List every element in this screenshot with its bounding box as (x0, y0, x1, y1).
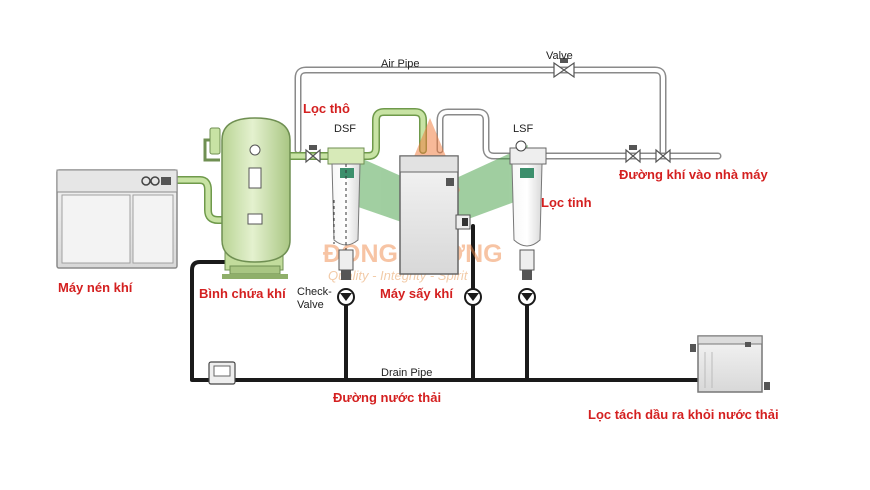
tank-label: Bình chứa khí (199, 286, 286, 301)
check-valve-dsf (337, 288, 355, 306)
drain-pipe-label: Drain Pipe (381, 367, 432, 379)
drain-trap (208, 361, 236, 385)
valve-air-pipe (553, 58, 575, 79)
valve-air-pipe-return (655, 148, 671, 164)
check-valve-label-line1: Check- (297, 286, 332, 298)
valve-factory-outlet (625, 145, 641, 164)
rough-filter-label: Lọc thô (303, 101, 350, 116)
compressor-label: Máy nén khí (58, 280, 133, 295)
receiver-tank (203, 117, 291, 279)
lsf-label: LSF (513, 123, 533, 135)
oil-water-separator-label: Lọc tách dầu ra khỏi nước thải (588, 407, 779, 422)
dsf-filter (327, 147, 365, 280)
air-compressor (56, 169, 178, 269)
dsf-label: DSF (334, 123, 356, 135)
check-valve-lsf (518, 288, 536, 306)
waste-water-line-label: Đường nước thải (333, 390, 441, 405)
check-valve-label-line2: Valve (297, 299, 324, 311)
dryer-outlet-pipe (436, 108, 516, 160)
air-pipe-label: Air Pipe (381, 58, 420, 70)
drain-pipe (190, 224, 702, 382)
check-valve-dryer (464, 288, 482, 306)
lsf-filter (509, 140, 547, 280)
valve-tank-outlet (305, 145, 321, 164)
oil-water-separator (690, 335, 770, 393)
fine-filter-label: Lọc tinh (541, 195, 592, 210)
air-to-factory-label: Đường khí vào nhà máy (619, 167, 768, 182)
air-pipe (294, 66, 667, 159)
dryer-label: Máy sấy khí (380, 286, 453, 301)
valve-label: Valve (546, 50, 573, 62)
air-dryer (399, 155, 471, 275)
